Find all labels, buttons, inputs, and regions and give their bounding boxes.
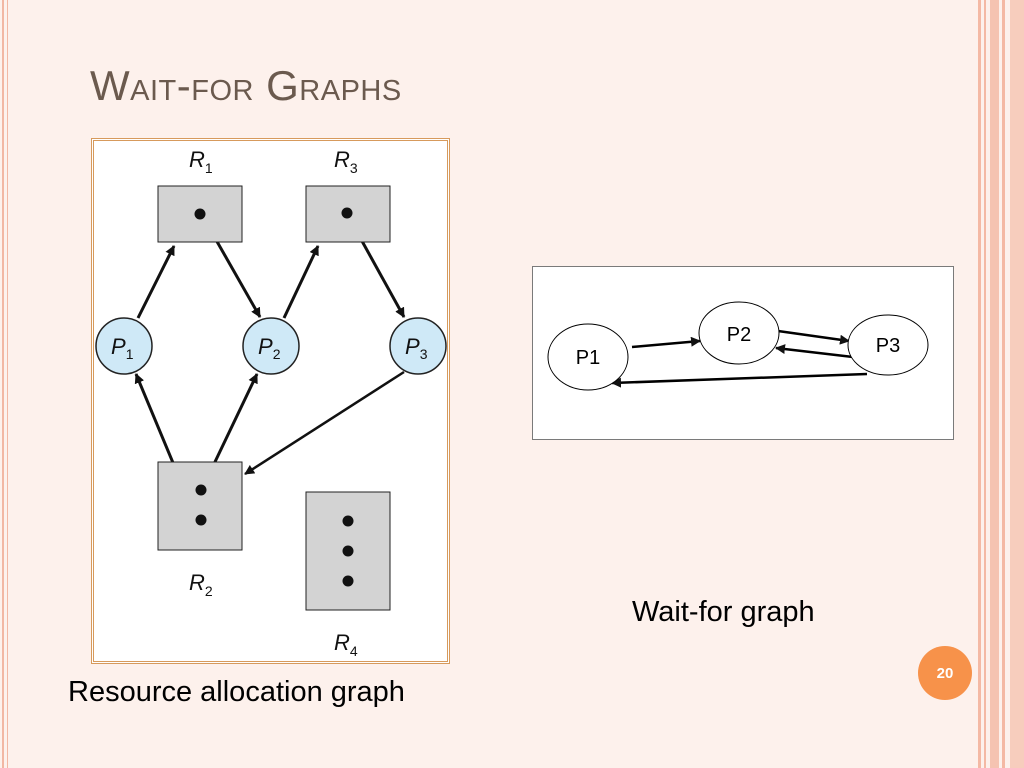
- wfg-node-p2-label: P2: [727, 324, 751, 346]
- svg-text:P2: P2: [258, 334, 281, 362]
- process-p1-letter: P: [111, 334, 126, 359]
- svg-text:R4: R4: [334, 630, 358, 659]
- process-p2-sub: 2: [273, 346, 281, 362]
- resource-instance-dot: [195, 484, 207, 496]
- process-p1: P1: [95, 317, 153, 375]
- process-p3: P3: [389, 317, 447, 375]
- resource-instance-dot: [194, 208, 206, 220]
- process-p2-letter: P: [258, 334, 273, 359]
- resource-r2-sub: 2: [205, 583, 213, 599]
- wfg-node-p2: P2: [698, 301, 780, 365]
- resource-r1-sub: 1: [205, 160, 213, 176]
- process-p1-sub: 1: [126, 346, 134, 362]
- wfg-node-p1-label: P1: [576, 347, 600, 369]
- page-number-badge: 20: [918, 646, 972, 700]
- process-p3-sub: 3: [420, 346, 428, 362]
- wfg-edge-p1-p2: [631, 336, 701, 349]
- resource-r4-letter: R: [334, 630, 350, 655]
- resource-r4-sub: 4: [350, 643, 358, 659]
- process-p3-letter: P: [405, 334, 420, 359]
- resource-r3-sub: 3: [350, 160, 358, 176]
- resource-instance-dot: [341, 207, 353, 219]
- rag-edge-p3-r2: [244, 370, 405, 476]
- svg-text:P3: P3: [405, 334, 428, 362]
- page-number: 20: [936, 664, 954, 682]
- wfg-edge-p2-p3: [777, 329, 850, 345]
- left-frame-stripes: [0, 0, 14, 768]
- wait-for-graph-caption: Wait-for graph: [632, 596, 815, 628]
- slide-title: Wait-for Graphs: [90, 62, 402, 109]
- resource-r1: R1: [157, 147, 243, 243]
- resource-instance-dot: [342, 515, 354, 527]
- svg-text:R1: R1: [189, 147, 213, 176]
- wfg-edge-p3-p1: [611, 372, 868, 388]
- wfg-node-p3-label: P3: [876, 335, 900, 357]
- resource-r2: R2: [157, 461, 243, 599]
- rag-edge-p2-r3: [282, 245, 320, 319]
- svg-text:R2: R2: [189, 570, 213, 599]
- resource-r4: R4: [305, 491, 391, 659]
- wfg-edge-p3-p2: [775, 344, 854, 359]
- resource-r3-letter: R: [334, 147, 350, 172]
- right-frame-stripes: [978, 0, 1024, 768]
- resource-r1-letter: R: [189, 147, 205, 172]
- wfg-edges: [611, 329, 868, 388]
- resource-instance-dot: [342, 575, 354, 587]
- resource-instance-dot: [195, 514, 207, 526]
- wfg-node-p1: P1: [547, 323, 629, 391]
- svg-text:P1: P1: [111, 334, 134, 362]
- process-p2: P2: [242, 317, 300, 375]
- resource-allocation-graph-caption: Resource allocation graph: [68, 676, 405, 708]
- svg-text:R3: R3: [334, 147, 358, 176]
- rag-edge-p1-r1: [136, 245, 176, 319]
- resource-r2-letter: R: [189, 570, 205, 595]
- wfg-node-p3: P3: [847, 314, 929, 376]
- resource-r3: R3: [305, 147, 391, 243]
- resource-instance-dot: [342, 545, 354, 557]
